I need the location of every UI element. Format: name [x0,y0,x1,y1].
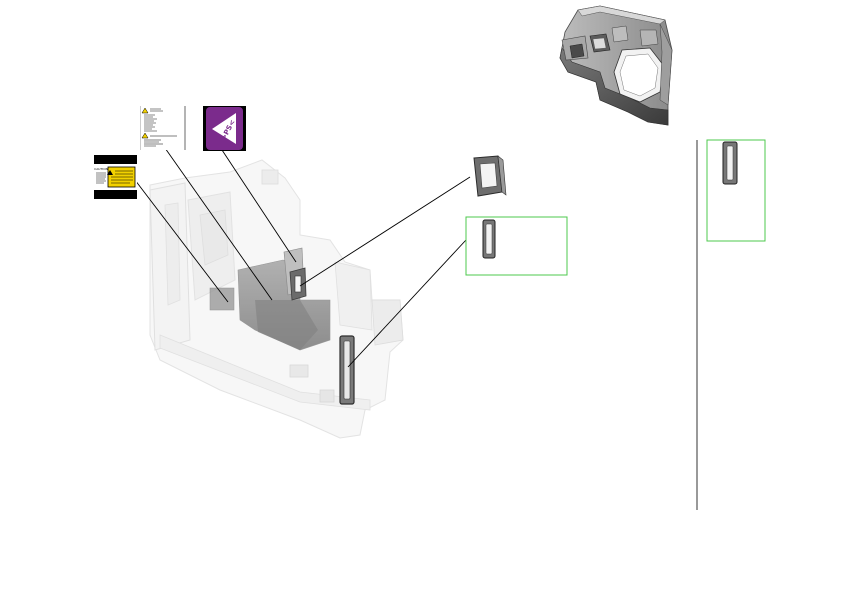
warning-sheet-label [140,106,187,150]
laser-warning-icon [107,170,113,175]
leader-line-laser-label [134,179,229,303]
bracket-part-top-right [559,5,673,126]
warning-triangle-icon [141,107,149,114]
callout-box-right-gasket [706,139,766,242]
callout-box-long-gasket [465,216,568,276]
leader-line-square-gasket [299,176,471,287]
leader-line-recycle-badge [221,149,297,263]
recycle-badge-inner: >PS< [206,107,243,150]
recycle-triangle-icon: >PS< [212,113,237,144]
laser-caution-panel: CAUTION [94,164,137,190]
leader-lines [134,147,471,368]
warning-sheet-graphic [141,106,186,150]
laser-caution-label: CAUTION [94,155,137,199]
laser-caution-text: CAUTION [94,167,108,171]
long-gasket-installed [339,335,355,405]
inner-shield-plate [209,259,331,351]
square-gasket-part [473,155,507,197]
recycle-badge-label: >PS< [203,106,246,151]
leader-line-warning-sheet [164,147,273,301]
leader-line-long-gasket [347,239,467,368]
label-flap [283,247,307,301]
